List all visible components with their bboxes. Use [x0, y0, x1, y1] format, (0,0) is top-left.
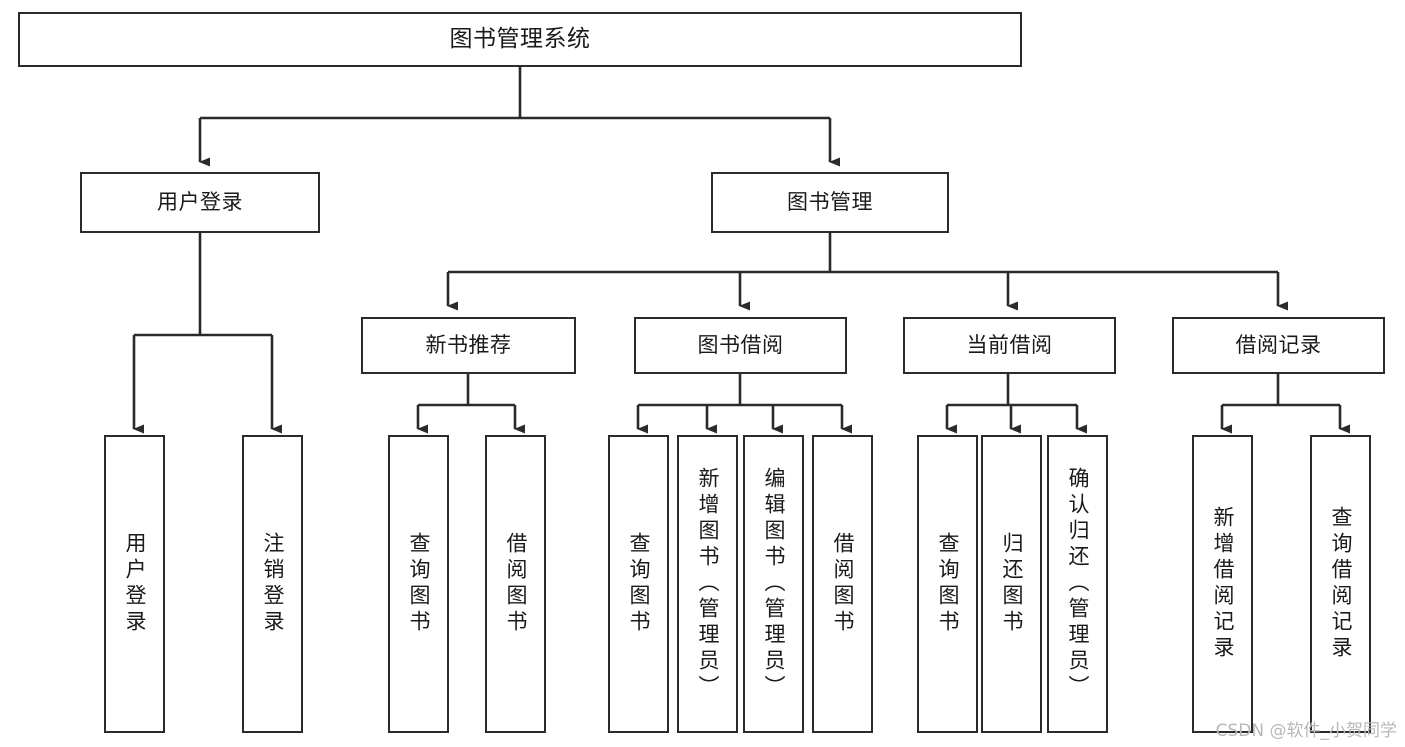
node-leaf-edit-book-label: 编辑图书（管理员） — [762, 467, 786, 701]
node-new-book-recommend[interactable]: 新书推荐 — [361, 317, 576, 374]
node-book-borrow[interactable]: 图书借阅 — [634, 317, 847, 374]
node-leaf-add-record-label: 新增借阅记录 — [1211, 506, 1235, 662]
watermark: CSDN @软件_小贺同学 — [1215, 721, 1397, 741]
node-book-management-label: 图书管理 — [787, 190, 873, 215]
node-leaf-return-book-label: 归还图书 — [1000, 532, 1024, 636]
node-leaf-query-book-3-label: 查询图书 — [936, 532, 960, 636]
node-current-borrow[interactable]: 当前借阅 — [903, 317, 1116, 374]
node-borrow-records[interactable]: 借阅记录 — [1172, 317, 1385, 374]
node-leaf-confirm-return[interactable]: 确认归还（管理员） — [1047, 435, 1108, 733]
node-leaf-logout-login-label: 注销登录 — [261, 532, 285, 636]
node-leaf-query-record-label: 查询借阅记录 — [1329, 506, 1353, 662]
node-user-login-label: 用户登录 — [157, 190, 243, 215]
node-leaf-borrow-book-1[interactable]: 借阅图书 — [485, 435, 546, 733]
node-leaf-borrow-book-1-label: 借阅图书 — [504, 532, 528, 636]
node-book-borrow-label: 图书借阅 — [697, 333, 784, 358]
node-leaf-return-book[interactable]: 归还图书 — [981, 435, 1042, 733]
node-leaf-query-book-2-label: 查询图书 — [627, 532, 651, 636]
node-leaf-borrow-book-2[interactable]: 借阅图书 — [812, 435, 873, 733]
node-root[interactable]: 图书管理系统 — [18, 12, 1022, 67]
node-leaf-query-book-1-label: 查询图书 — [407, 532, 431, 636]
node-leaf-query-book-2[interactable]: 查询图书 — [608, 435, 669, 733]
node-leaf-query-book-3[interactable]: 查询图书 — [917, 435, 978, 733]
node-borrow-records-label: 借阅记录 — [1235, 333, 1322, 358]
node-current-borrow-label: 当前借阅 — [966, 333, 1053, 358]
node-leaf-borrow-book-2-label: 借阅图书 — [831, 532, 855, 636]
node-leaf-add-record[interactable]: 新增借阅记录 — [1192, 435, 1253, 733]
node-root-label: 图书管理系统 — [449, 25, 591, 52]
node-book-management[interactable]: 图书管理 — [711, 172, 949, 233]
node-leaf-user-login[interactable]: 用户登录 — [104, 435, 165, 733]
node-leaf-confirm-return-label: 确认归还（管理员） — [1066, 467, 1090, 701]
node-leaf-user-login-label: 用户登录 — [123, 532, 147, 636]
node-leaf-query-record[interactable]: 查询借阅记录 — [1310, 435, 1371, 733]
node-leaf-query-book-1[interactable]: 查询图书 — [388, 435, 449, 733]
node-leaf-add-book[interactable]: 新增图书（管理员） — [677, 435, 738, 733]
node-leaf-edit-book[interactable]: 编辑图书（管理员） — [743, 435, 804, 733]
node-new-book-recommend-label: 新书推荐 — [425, 333, 512, 358]
node-leaf-logout-login[interactable]: 注销登录 — [242, 435, 303, 733]
node-leaf-add-book-label: 新增图书（管理员） — [696, 467, 720, 701]
node-user-login[interactable]: 用户登录 — [80, 172, 320, 233]
